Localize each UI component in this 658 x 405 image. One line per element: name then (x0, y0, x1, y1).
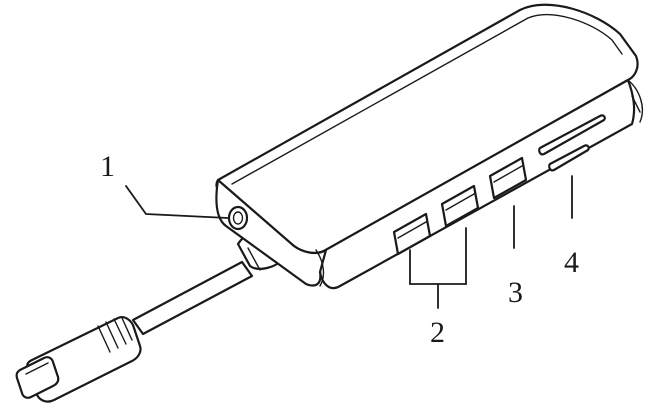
usb-c-cable (15, 228, 286, 403)
callout-4: 4 (564, 246, 579, 279)
leader-lines (125, 175, 573, 309)
card-slots (538, 114, 606, 172)
audio-jack (227, 205, 249, 231)
callout-2: 2 (430, 316, 445, 349)
callout-1: 1 (100, 150, 115, 183)
leader-1 (125, 185, 229, 219)
callout-3: 3 (508, 276, 523, 309)
usb-ports (392, 156, 528, 256)
